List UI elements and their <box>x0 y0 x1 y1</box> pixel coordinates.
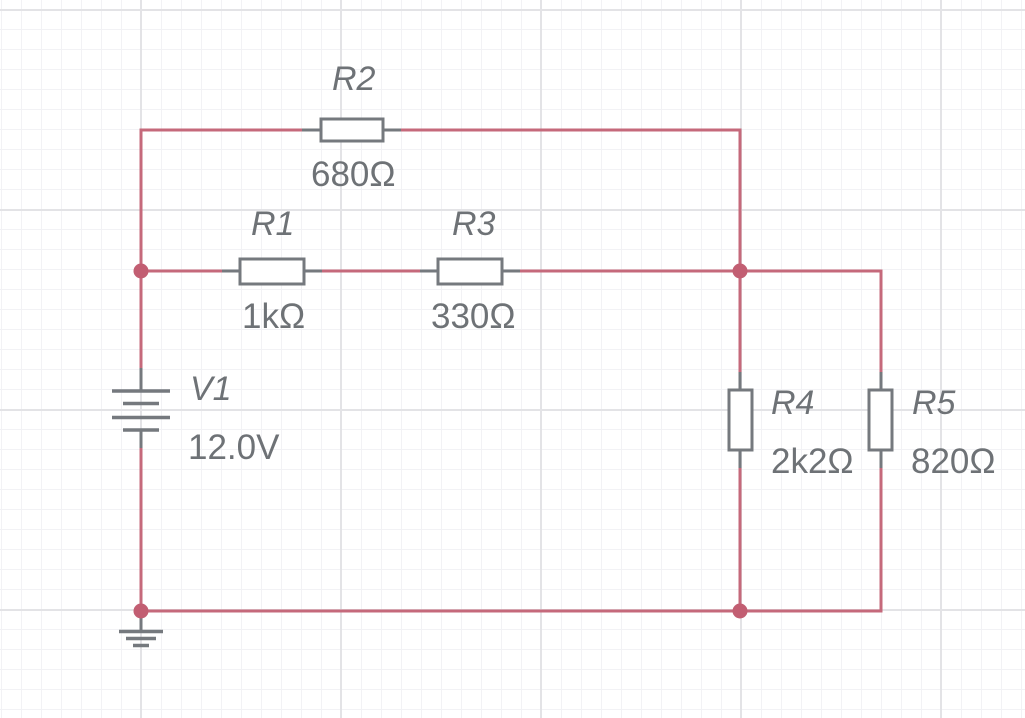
r2-value-label[interactable]: 680Ω <box>311 155 396 194</box>
wires <box>139 128 883 613</box>
r2-designator-label[interactable]: R2 <box>332 60 376 98</box>
junction-dot-right-middle <box>732 263 748 279</box>
v1-designator-label[interactable]: V1 <box>190 370 232 408</box>
r3-value-label[interactable]: 330Ω <box>431 297 516 336</box>
resistor-R1-body <box>238 257 306 286</box>
r5-value-label[interactable]: 820Ω <box>911 442 996 481</box>
wire-top-loop[interactable] <box>139 128 742 372</box>
r5-designator-label[interactable]: R5 <box>912 384 956 422</box>
voltage-source-V1[interactable] <box>112 368 170 448</box>
resistor-R2[interactable] <box>302 117 401 143</box>
resistor-R3-body <box>436 257 504 286</box>
resistor-R5[interactable] <box>867 372 894 468</box>
components <box>112 117 894 648</box>
resistor-R4-body <box>727 388 754 452</box>
resistor-R5-body <box>867 388 894 452</box>
resistor-R1[interactable] <box>222 257 322 286</box>
junction-dot-left-bottom <box>133 603 149 619</box>
r3-designator-label[interactable]: R3 <box>452 205 496 243</box>
r1-value-label[interactable]: 1kΩ <box>242 297 306 336</box>
v1-value-label[interactable]: 12.0V <box>188 428 280 467</box>
wire-bottom-loop[interactable] <box>139 447 883 613</box>
resistor-R2-body <box>319 117 385 143</box>
r4-value-label[interactable]: 2k2Ω <box>771 442 854 481</box>
wire-middle[interactable] <box>141 269 883 372</box>
junction-dots <box>133 263 748 619</box>
r1-designator-label[interactable]: R1 <box>251 205 295 243</box>
junction-dot-right-bottom <box>732 603 748 619</box>
resistor-R3[interactable] <box>420 257 520 286</box>
ground-symbol[interactable] <box>119 611 163 648</box>
r4-designator-label[interactable]: R4 <box>771 384 815 422</box>
resistor-R4[interactable] <box>727 372 754 468</box>
junction-dot-left-middle <box>133 263 149 279</box>
